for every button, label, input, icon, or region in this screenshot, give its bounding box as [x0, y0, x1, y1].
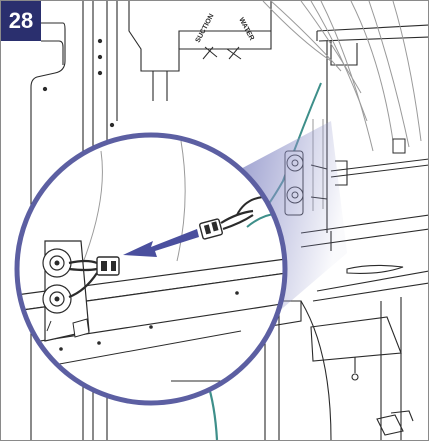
duct-label-suction: SUCTION — [195, 13, 216, 44]
step-number-badge: 28 — [1, 1, 41, 41]
duct-label-water: WATER — [237, 17, 255, 42]
duct-label-group: SUCTION WATER — [195, 13, 255, 59]
wire-connector-icon — [97, 257, 119, 275]
